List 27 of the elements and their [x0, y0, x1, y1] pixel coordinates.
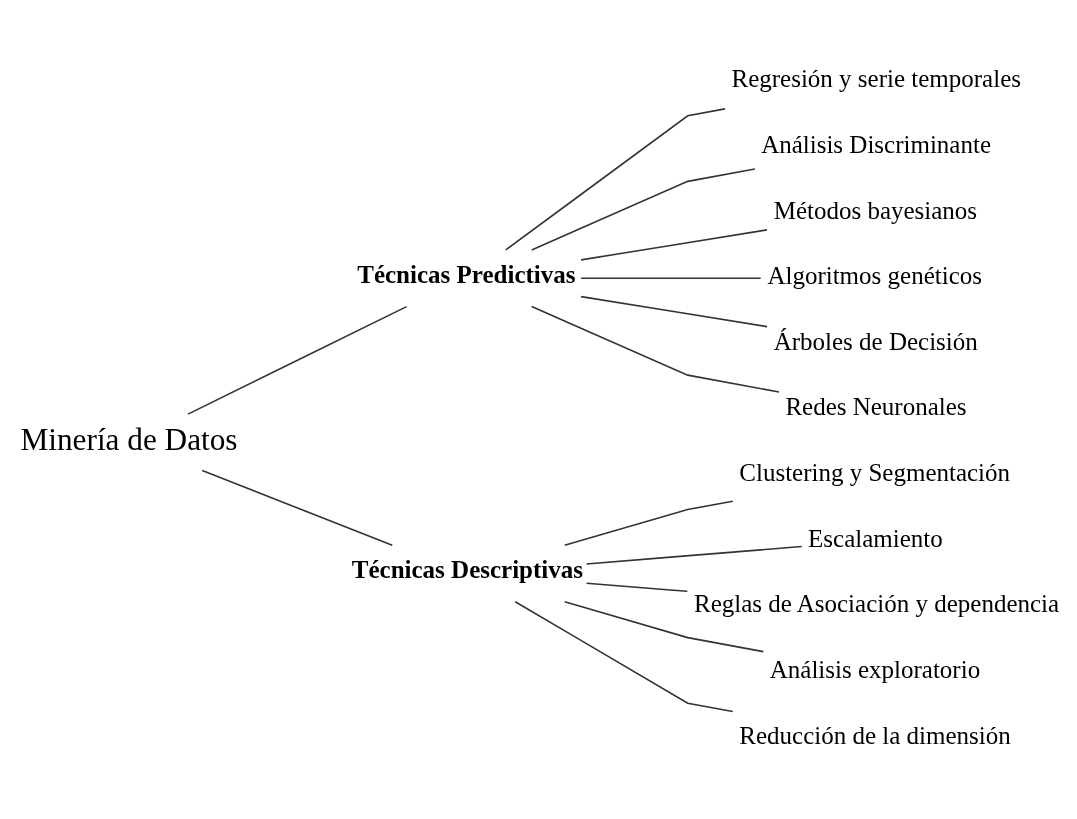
node-text: Análisis exploratorio [769, 655, 981, 683]
node-text: Métodos bayesianos [773, 196, 978, 224]
connector [585, 582, 689, 593]
node-text: Algoritmos genéticos [767, 262, 982, 290]
node-text: Técnicas Descriptivas [351, 555, 583, 583]
node-text: Regresión y serie temporales [731, 65, 1021, 93]
node-text: Análisis Discriminante [761, 130, 991, 158]
connector [580, 295, 768, 328]
connector [187, 305, 408, 415]
node-text: Reducción de la dimensión [739, 721, 1011, 749]
connector [530, 305, 780, 393]
connector [201, 469, 394, 546]
connector [505, 108, 726, 251]
node-text: Clustering y Segmentación [739, 459, 1011, 487]
connector [563, 500, 734, 547]
connector [514, 600, 734, 713]
connector [580, 277, 762, 280]
connector [530, 168, 756, 251]
node-text: Minería de Datos [20, 422, 238, 458]
connector [580, 229, 768, 261]
node-text: Árboles de Decisión [773, 327, 978, 355]
connector [585, 545, 803, 565]
node-text: Redes Neuronales [785, 393, 967, 421]
connector [563, 601, 765, 653]
node-text: Reglas de Asociación y dependencia [693, 590, 1060, 618]
node-text: Técnicas Predictivas [357, 260, 576, 288]
node-text: Escalamiento [808, 524, 943, 552]
